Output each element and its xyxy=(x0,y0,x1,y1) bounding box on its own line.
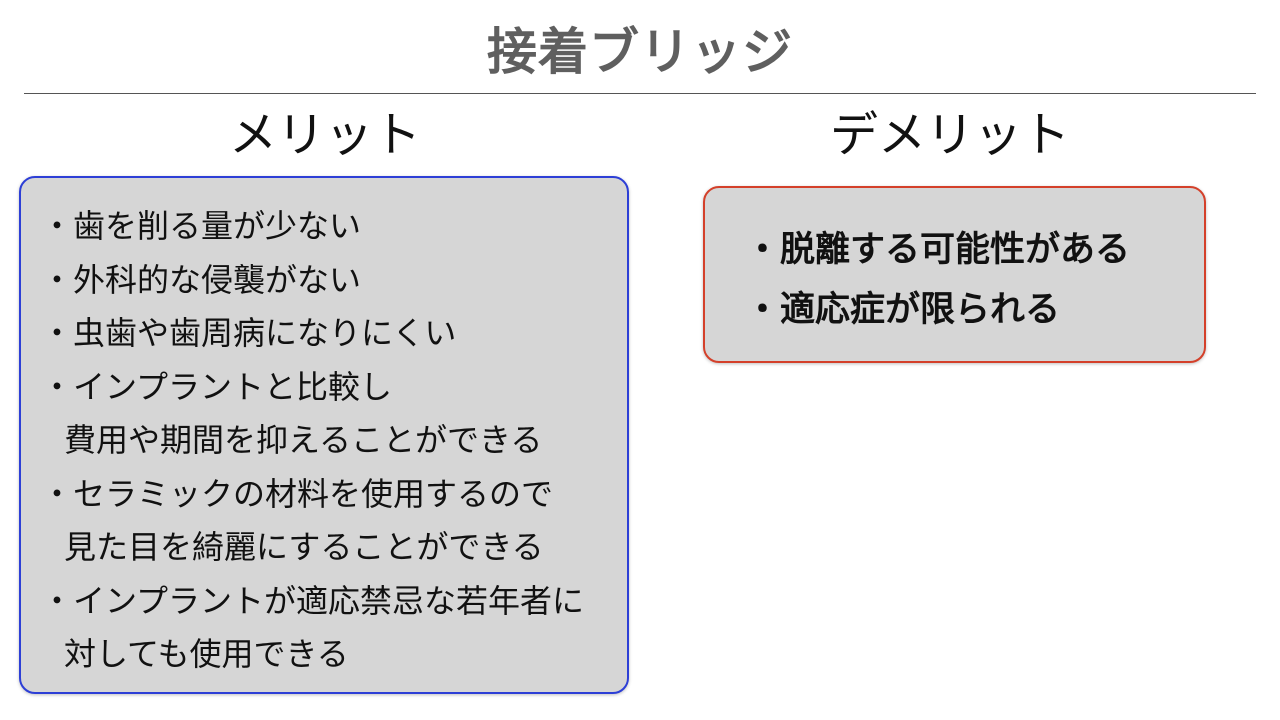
merit-heading: メリット xyxy=(228,107,421,163)
merit-item-continuation: 費用や期間を抑えることができる xyxy=(64,421,543,459)
merit-item: ・セラミックの材料を使用するので xyxy=(41,474,554,513)
merit-item: ・虫歯や歯周病になりにくい xyxy=(41,314,457,352)
merit-item: ・歯を削る量が少ない xyxy=(41,207,362,245)
demerit-item: ・脱離する可能性がある xyxy=(745,230,1131,270)
demerit-list: ・脱離する可能性がある ・適応症が限られる xyxy=(745,220,1130,340)
merit-list: ・歯を削る量が少ない ・外科的な侵襲がない ・虫歯や歯周病になりにくい ・インプ… xyxy=(41,200,584,682)
merit-item: ・インプラントと比較し xyxy=(41,367,393,406)
demerit-item: ・適応症が限られる xyxy=(745,290,1061,330)
merit-item-continuation: 対しても使用できる xyxy=(64,635,349,673)
demerit-heading: デメリット xyxy=(829,107,1070,163)
merit-item: ・インプラントが適応禁忌な若年者に xyxy=(41,581,585,620)
demerit-box: ・脱離する可能性がある ・適応症が限られる xyxy=(703,186,1206,363)
merit-item: ・外科的な侵襲がない xyxy=(41,260,362,299)
merit-box: ・歯を削る量が少ない ・外科的な侵襲がない ・虫歯や歯周病になりにくい ・インプ… xyxy=(19,176,629,694)
merit-item-continuation: 見た目を綺麗にすることができる xyxy=(64,528,544,566)
title-divider xyxy=(24,93,1256,94)
slide-title: 接着ブリッジ xyxy=(487,23,793,81)
